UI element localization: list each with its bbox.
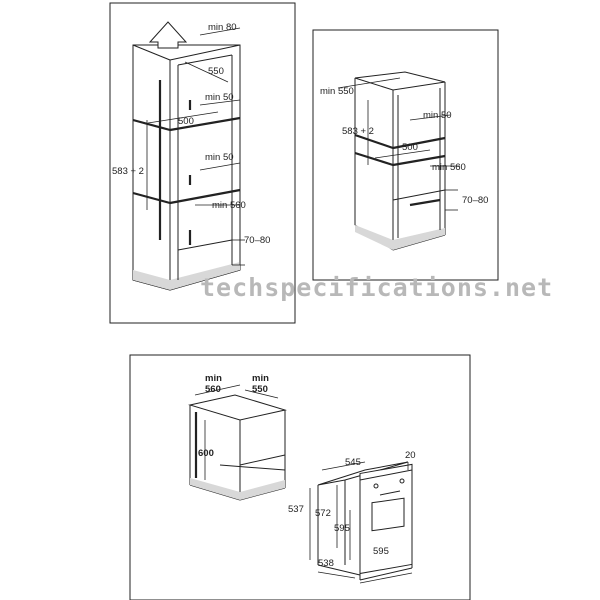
panel-c-frame <box>129 354 471 600</box>
oven-knob-right <box>399 478 405 484</box>
label-min550: min 550 <box>320 86 354 97</box>
plinth <box>190 478 285 500</box>
label-min80: min 80 <box>208 22 237 33</box>
plinth <box>133 262 240 290</box>
cabinet-top <box>188 394 287 421</box>
oven-handle <box>379 490 401 496</box>
watermark-text: techspecifications.net <box>200 273 553 302</box>
label-595-horizontal: 595 <box>373 546 389 557</box>
cabinet-top <box>354 71 446 91</box>
label-538: 538 <box>318 558 334 569</box>
label-572: 572 <box>315 508 331 519</box>
label-537: 537 <box>288 504 304 515</box>
label-min50-mid: min 50 <box>205 152 234 163</box>
panel-c-base-cabinet-oven: min 560 min 550 600 545 20 537 572 595 5… <box>129 354 471 600</box>
label-min-a-560: 560 <box>205 384 221 395</box>
label-min560: min 560 <box>432 162 466 173</box>
oven-knob-left <box>373 483 379 489</box>
label-20: 20 <box>405 450 416 461</box>
panel-a-tall-cabinet: min 80 550 min 50 500 583 + 2 min 50 min… <box>109 2 296 324</box>
label-min-b: min <box>252 373 269 384</box>
label-70-80: 70–80 <box>244 235 270 246</box>
label-min-a: min <box>205 373 222 384</box>
label-min-b-550: 550 <box>252 384 268 395</box>
label-500: 500 <box>402 142 418 153</box>
label-min50: min 50 <box>423 110 452 121</box>
panel-b-frame <box>312 29 499 281</box>
panel-a-frame <box>109 2 296 324</box>
label-min560: min 560 <box>212 200 246 211</box>
label-600: 600 <box>198 448 214 459</box>
label-545: 545 <box>345 457 361 468</box>
cabinet-outline <box>132 44 241 291</box>
label-min50-top: min 50 <box>205 92 234 103</box>
vent-arrow-icon <box>148 21 188 49</box>
label-70-80: 70–80 <box>462 195 488 206</box>
plinth <box>355 225 445 250</box>
label-583: 583 + 2 <box>342 126 374 137</box>
label-595-vertical: 595 <box>334 523 350 534</box>
label-500: 500 <box>178 116 194 127</box>
oven-window <box>371 497 405 532</box>
panel-b-tall-cabinet: min 550 min 50 583 + 2 500 min 560 70–80 <box>312 29 499 281</box>
label-583: 583 + 2 <box>112 166 144 177</box>
label-550: 550 <box>208 66 224 77</box>
